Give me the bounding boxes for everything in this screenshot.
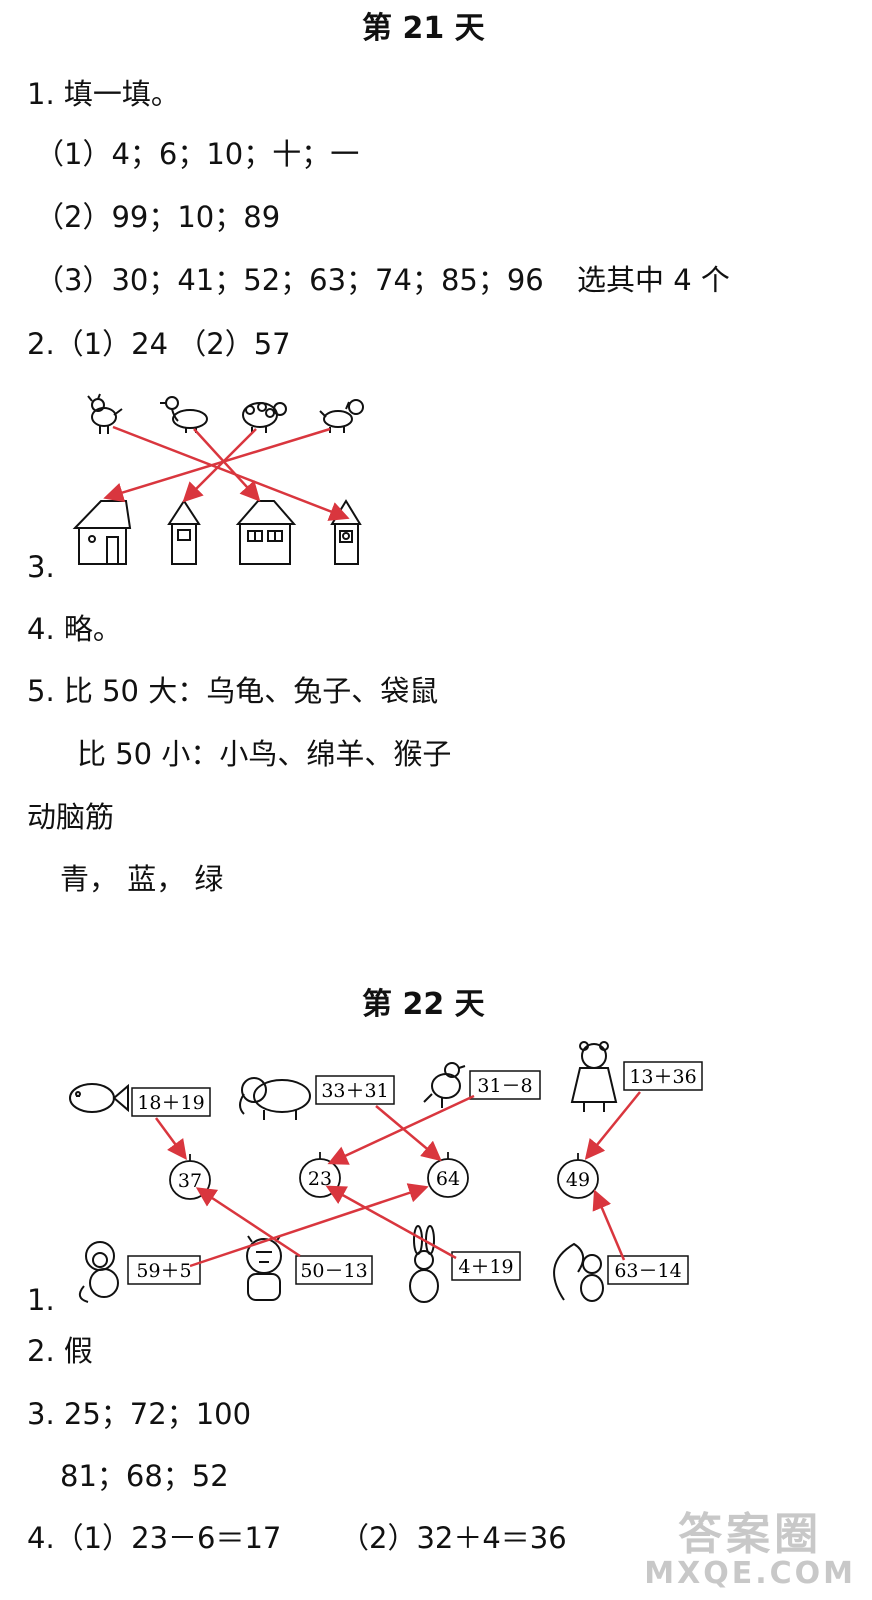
svg-text:49: 49 (566, 1169, 590, 1191)
fish-icon (69, 1083, 129, 1113)
expr-box-top-1: 18＋19 (131, 1087, 211, 1117)
day21-q1-head: 1. 填一填。 (27, 77, 180, 111)
svg-text:59＋5: 59＋5 (136, 1260, 191, 1282)
answer-arrows (103, 425, 350, 521)
svg-text:13＋36: 13＋36 (629, 1066, 696, 1088)
day22-q2: 2. 假 (27, 1334, 93, 1368)
expr-box-top-4: 13＋36 (623, 1061, 703, 1091)
answer-arrows (154, 1091, 641, 1268)
svg-text:4＋19: 4＋19 (458, 1256, 513, 1278)
day21-q5-line2: 比 50 小：小鸟、绵羊、猴子 (77, 737, 452, 771)
day21-q1-p3: （3）30；41；52；63；74；85；96 (35, 263, 544, 297)
expr-box-bottom-1: 59＋5 (127, 1255, 201, 1285)
watermark-logo: 答案圈 MXQE.COM (644, 1509, 856, 1591)
day21-q5-line1: 5. 比 50 大：乌龟、兔子、袋鼠 (27, 674, 439, 708)
monkey-icon (78, 1241, 119, 1303)
apple-37: 37 (169, 1154, 211, 1200)
svg-text:63－14: 63－14 (614, 1260, 681, 1282)
day22-q3-line2: 81；68；52 (60, 1459, 229, 1493)
apple-matching-figure: 18＋19 33＋31 31－8 13＋36 37 23 64 49 59＋5 … (64, 1038, 729, 1308)
day21-q3-number: 3. (27, 550, 55, 584)
house-4 (330, 499, 362, 565)
bird-icon (423, 1062, 466, 1108)
day21-q2: 2.（1）24 （2）57 (27, 327, 291, 361)
squirrel-icon (553, 1242, 604, 1302)
duck-icon (160, 396, 208, 433)
day22-q4-p2: （2）32＋4＝36 (340, 1521, 567, 1555)
day22-q3-line1: 3. 25；72；100 (27, 1397, 252, 1431)
day21-title: 第 21 天 (362, 11, 485, 46)
day22-q1-number: 1. (27, 1283, 55, 1317)
apple-64: 64 (427, 1152, 469, 1198)
day21-q1-p2: （2）99；10；89 (35, 200, 281, 234)
svg-text:37: 37 (178, 1170, 202, 1192)
svg-text:18＋19: 18＋19 (137, 1092, 204, 1114)
expr-box-top-3: 31－8 (469, 1070, 541, 1100)
day21-q1-p1: （1）4；6；10；十；一 (35, 137, 360, 171)
house-2 (167, 499, 201, 565)
day22-title: 第 22 天 (362, 987, 485, 1022)
day21-brain-head: 动脑筋 (27, 800, 115, 834)
rabbit-icon (409, 1225, 439, 1303)
svg-text:23: 23 (308, 1168, 332, 1190)
dog-icon (319, 399, 364, 433)
apple-23: 23 (299, 1152, 341, 1198)
svg-text:31－8: 31－8 (477, 1075, 532, 1097)
tiger-icon (246, 1235, 282, 1301)
bear-icon (570, 1041, 618, 1112)
day22-q4-p1: 4.（1）23－6＝17 (27, 1521, 282, 1555)
expr-box-top-2: 33＋31 (315, 1075, 395, 1105)
apple-49: 49 (557, 1153, 599, 1199)
expr-box-bottom-3: 4＋19 (451, 1251, 521, 1281)
house-1 (72, 500, 132, 565)
day21-q1-p3-note: 选其中 4 个 (577, 263, 730, 297)
house-3 (235, 500, 297, 565)
sheep-icon (242, 402, 287, 433)
expr-box-bottom-4: 63－14 (607, 1255, 689, 1285)
day21-brain-answer: 青， 蓝， 绿 (60, 862, 224, 896)
svg-text:50－13: 50－13 (300, 1260, 367, 1282)
svg-text:33＋31: 33＋31 (321, 1080, 388, 1102)
expr-box-bottom-2: 50－13 (295, 1255, 373, 1285)
day21-q4: 4. 略。 (27, 612, 122, 646)
elephant-icon (239, 1077, 311, 1120)
svg-text:64: 64 (436, 1168, 460, 1190)
chicken-icon (87, 393, 123, 434)
animals-houses-figure (68, 385, 408, 575)
